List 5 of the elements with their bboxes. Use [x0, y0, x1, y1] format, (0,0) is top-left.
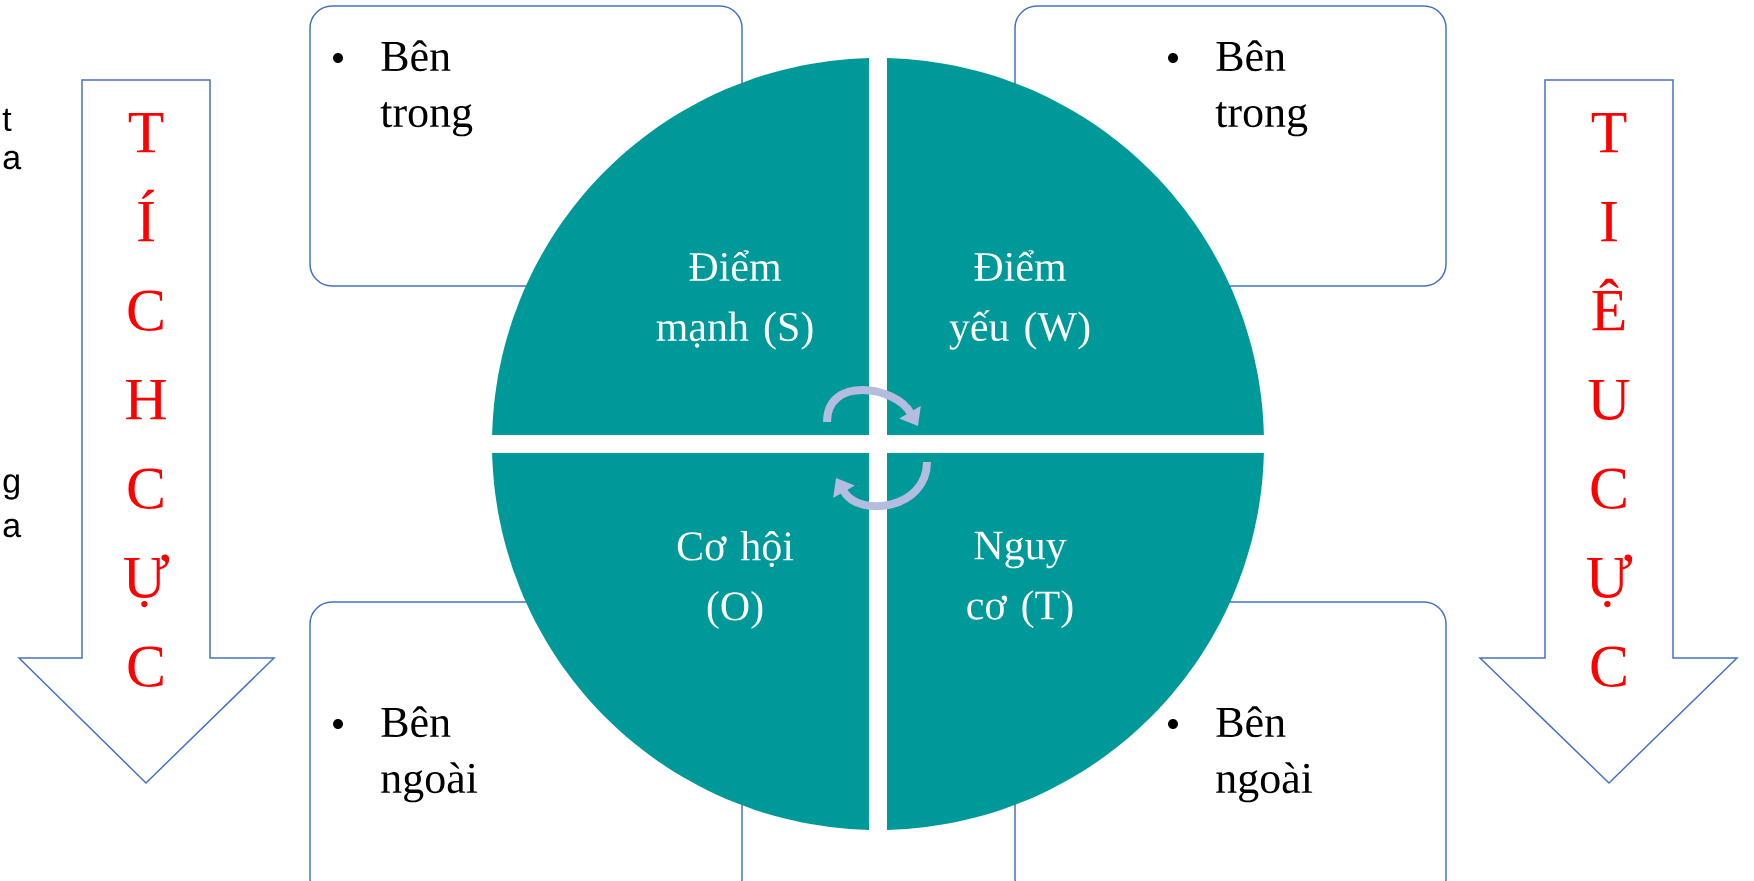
- quadrant: Điểm mạnh (S): [492, 58, 869, 435]
- cycle-arrow: [823, 386, 921, 426]
- quadrant: Cơ hội (O): [492, 453, 869, 830]
- box-text: Bên ngoài: [381, 706, 478, 803]
- box-text: Bên trong: [380, 40, 473, 137]
